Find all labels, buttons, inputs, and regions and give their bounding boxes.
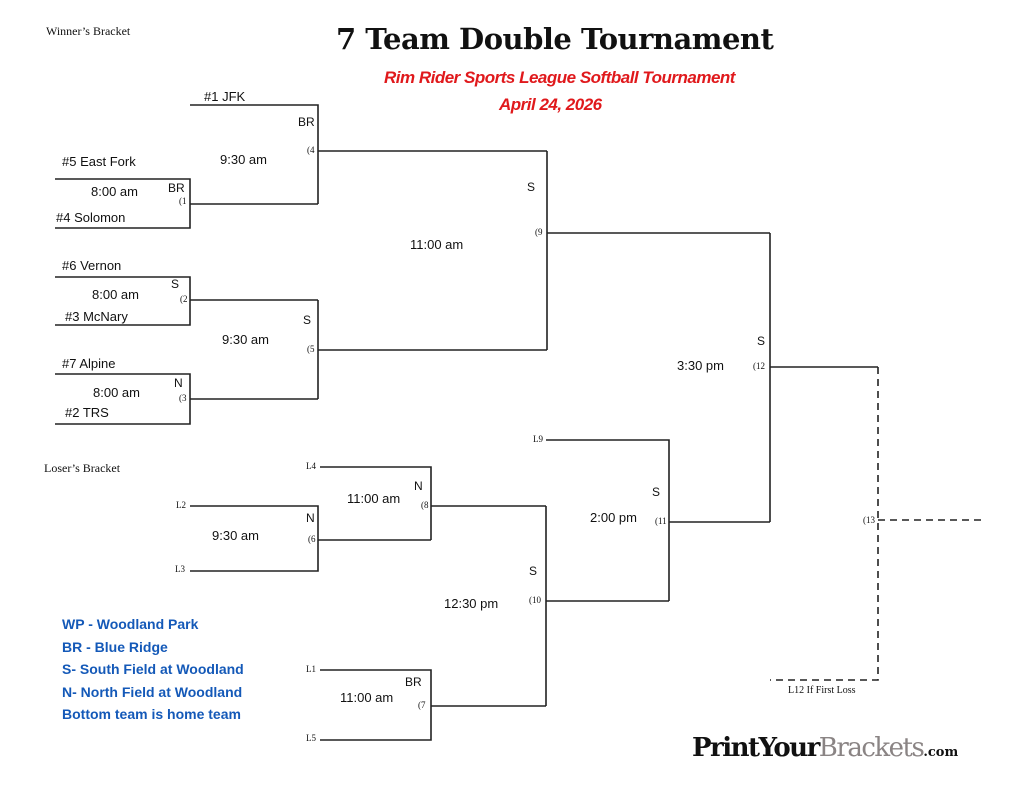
legend-item: WP - Woodland Park [62,616,199,632]
game2-lines [55,276,318,326]
game7-lines [320,669,546,741]
loser-slot: L3 [175,564,185,574]
logo-part: Brackets [818,733,925,763]
team-slot: #7 Alpine [62,356,116,371]
game-field: S [303,313,312,327]
loser-slot: L9 [533,434,543,444]
game-field: BR [405,675,422,689]
legend: WP - Woodland Park BR - Blue Ridge S- So… [62,613,244,726]
loser-slot: L4 [306,461,316,471]
game-number: (10 [529,595,541,605]
game-number: (11 [655,516,667,526]
game3-lines [55,373,318,425]
game1-lines [55,178,318,229]
game13-lines [770,367,982,681]
game-field: S [757,334,766,348]
game-number: (9 [535,227,543,237]
game-number: (7 [418,700,426,710]
loser-slot: L5 [306,733,316,743]
team-slot: #5 East Fork [62,154,136,169]
game-field: BR [168,181,185,195]
game-field: N [174,376,183,390]
loser-slot: L12 If First Loss [788,685,856,696]
game-number: (8 [421,500,429,510]
game-number: (5 [307,344,315,354]
game-time: 8:00 am [92,287,139,302]
game4-lines [190,104,547,204]
page-title: 7 Team Double Tournament [336,22,774,56]
game-time: 8:00 am [93,385,140,400]
game-time: 9:30 am [212,528,259,543]
game-number: (12 [753,361,765,371]
game-number: (13 [863,515,875,525]
logo-part: PrintYour [692,733,820,763]
game11-lines [546,439,770,601]
game-field: N [306,511,315,525]
game-time: 2:00 pm [590,510,637,525]
tournament-date: April 24, 2026 [499,95,602,114]
game-field: S [652,485,661,499]
game10-lines [545,506,669,706]
game-time: 12:30 pm [444,596,499,611]
game-number: (2 [180,294,188,304]
team-slot: #6 Vernon [62,258,122,273]
legend-item: S- South Field at Woodland [62,661,244,677]
game-time: 11:00 am [340,690,394,705]
game-time: 9:30 am [222,332,269,347]
game-number: (4 [307,145,315,155]
game-time: 8:00 am [91,184,138,199]
logo-part: .com [923,745,959,760]
game12-lines [769,233,878,522]
game6-lines [190,505,431,572]
team-slot: #1 JFK [204,89,246,104]
legend-item: BR - Blue Ridge [62,638,168,655]
game-field: S [171,277,180,291]
legend-item: Bottom team is home team [62,706,241,722]
team-slot: #3 McNary [65,309,128,324]
losers-bracket-label: Loser’s Bracket [44,461,121,475]
game-number: (6 [308,534,316,544]
game-time: 11:00 am [410,237,464,252]
game5-lines [317,300,547,399]
game-number: (3 [179,393,187,403]
game-time: 9:30 am [220,152,267,167]
team-slot: #2 TRS [65,405,109,420]
winners-bracket-label: Winner’s Bracket [46,24,131,38]
game-number: (1 [179,196,187,206]
team-slot: #4 Solomon [56,210,126,225]
game-time: 11:00 am [347,491,401,506]
loser-slot: L2 [176,500,186,510]
game8-lines [320,466,546,540]
printyourbrackets-logo: PrintYourBrackets.com [692,733,958,763]
legend-item: N- North Field at Woodland [62,683,243,700]
game-field: S [529,564,538,578]
subtitle: Rim Rider Sports League Softball Tournam… [384,68,735,87]
game9-lines [546,151,770,350]
loser-slot: L1 [306,664,316,674]
game-time: 3:30 pm [677,358,724,373]
game-field: N [414,479,423,493]
game-field: S [527,180,536,194]
game-field: BR [298,115,315,129]
